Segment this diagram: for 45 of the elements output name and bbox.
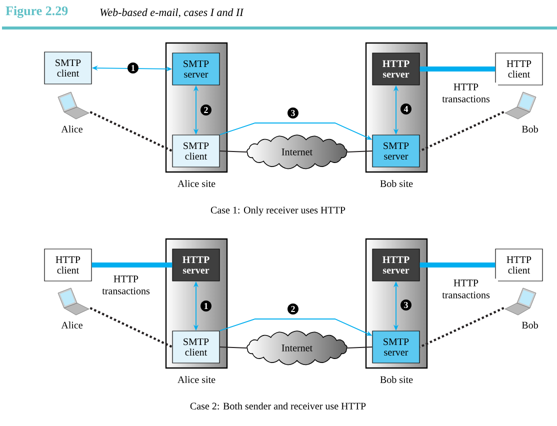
edge-label: HTTP transactions [434,82,498,104]
node-label: Bob site [380,180,413,188]
link-bar [420,262,496,268]
node-label: Bob site [380,376,413,384]
process-box: HTTP server [372,248,420,282]
step-number: 3 [400,300,412,310]
process-box: SMTP client [44,52,92,84]
process-box: SMTP client [172,134,220,168]
case-caption: Case 1: Only receiver uses HTTP [210,206,346,216]
node-label: Alice site [178,180,216,188]
case-caption: Case 2: Both sender and receiver use HTTP [190,402,366,410]
edge-label: HTTP transactions [434,278,498,300]
process-box: HTTP server [372,52,420,86]
link-bar [420,66,496,72]
person-name: Alice [61,321,82,329]
dotted-line [419,307,504,348]
step-number: 3 [288,108,298,118]
node-label: Alice site [178,376,216,384]
person-name: Alice [61,125,82,133]
edge-label: HTTP transactions [94,274,158,296]
process-box: SMTP server [372,330,420,364]
step-number: 2 [288,304,298,314]
figure-title: Web-based e-mail, cases I and II [100,8,244,18]
process-box: HTTP client [44,248,92,282]
person-name: Bob [522,125,538,133]
process-box: HTTP client [495,248,543,282]
step-number: 4 [400,104,412,114]
connector-line [346,150,373,152]
link-bar [92,262,172,268]
connector-line [219,346,248,348]
process-box: SMTP server [372,134,420,168]
dotted-line [90,307,173,348]
step-number: 1 [128,62,138,74]
person-name: Bob [522,321,538,329]
process-box: HTTP server [172,248,220,282]
connector-line [219,150,248,152]
step-number: 1 [200,300,212,312]
process-box: SMTP client [172,330,220,364]
dotted-line [419,111,504,152]
step-number: 2 [200,104,212,116]
connector-line [346,346,373,348]
process-box: HTTP client [495,52,543,86]
process-box: SMTP server [172,52,220,86]
dotted-line [90,111,173,152]
figure-number: Figure 2.29 [6,6,68,18]
